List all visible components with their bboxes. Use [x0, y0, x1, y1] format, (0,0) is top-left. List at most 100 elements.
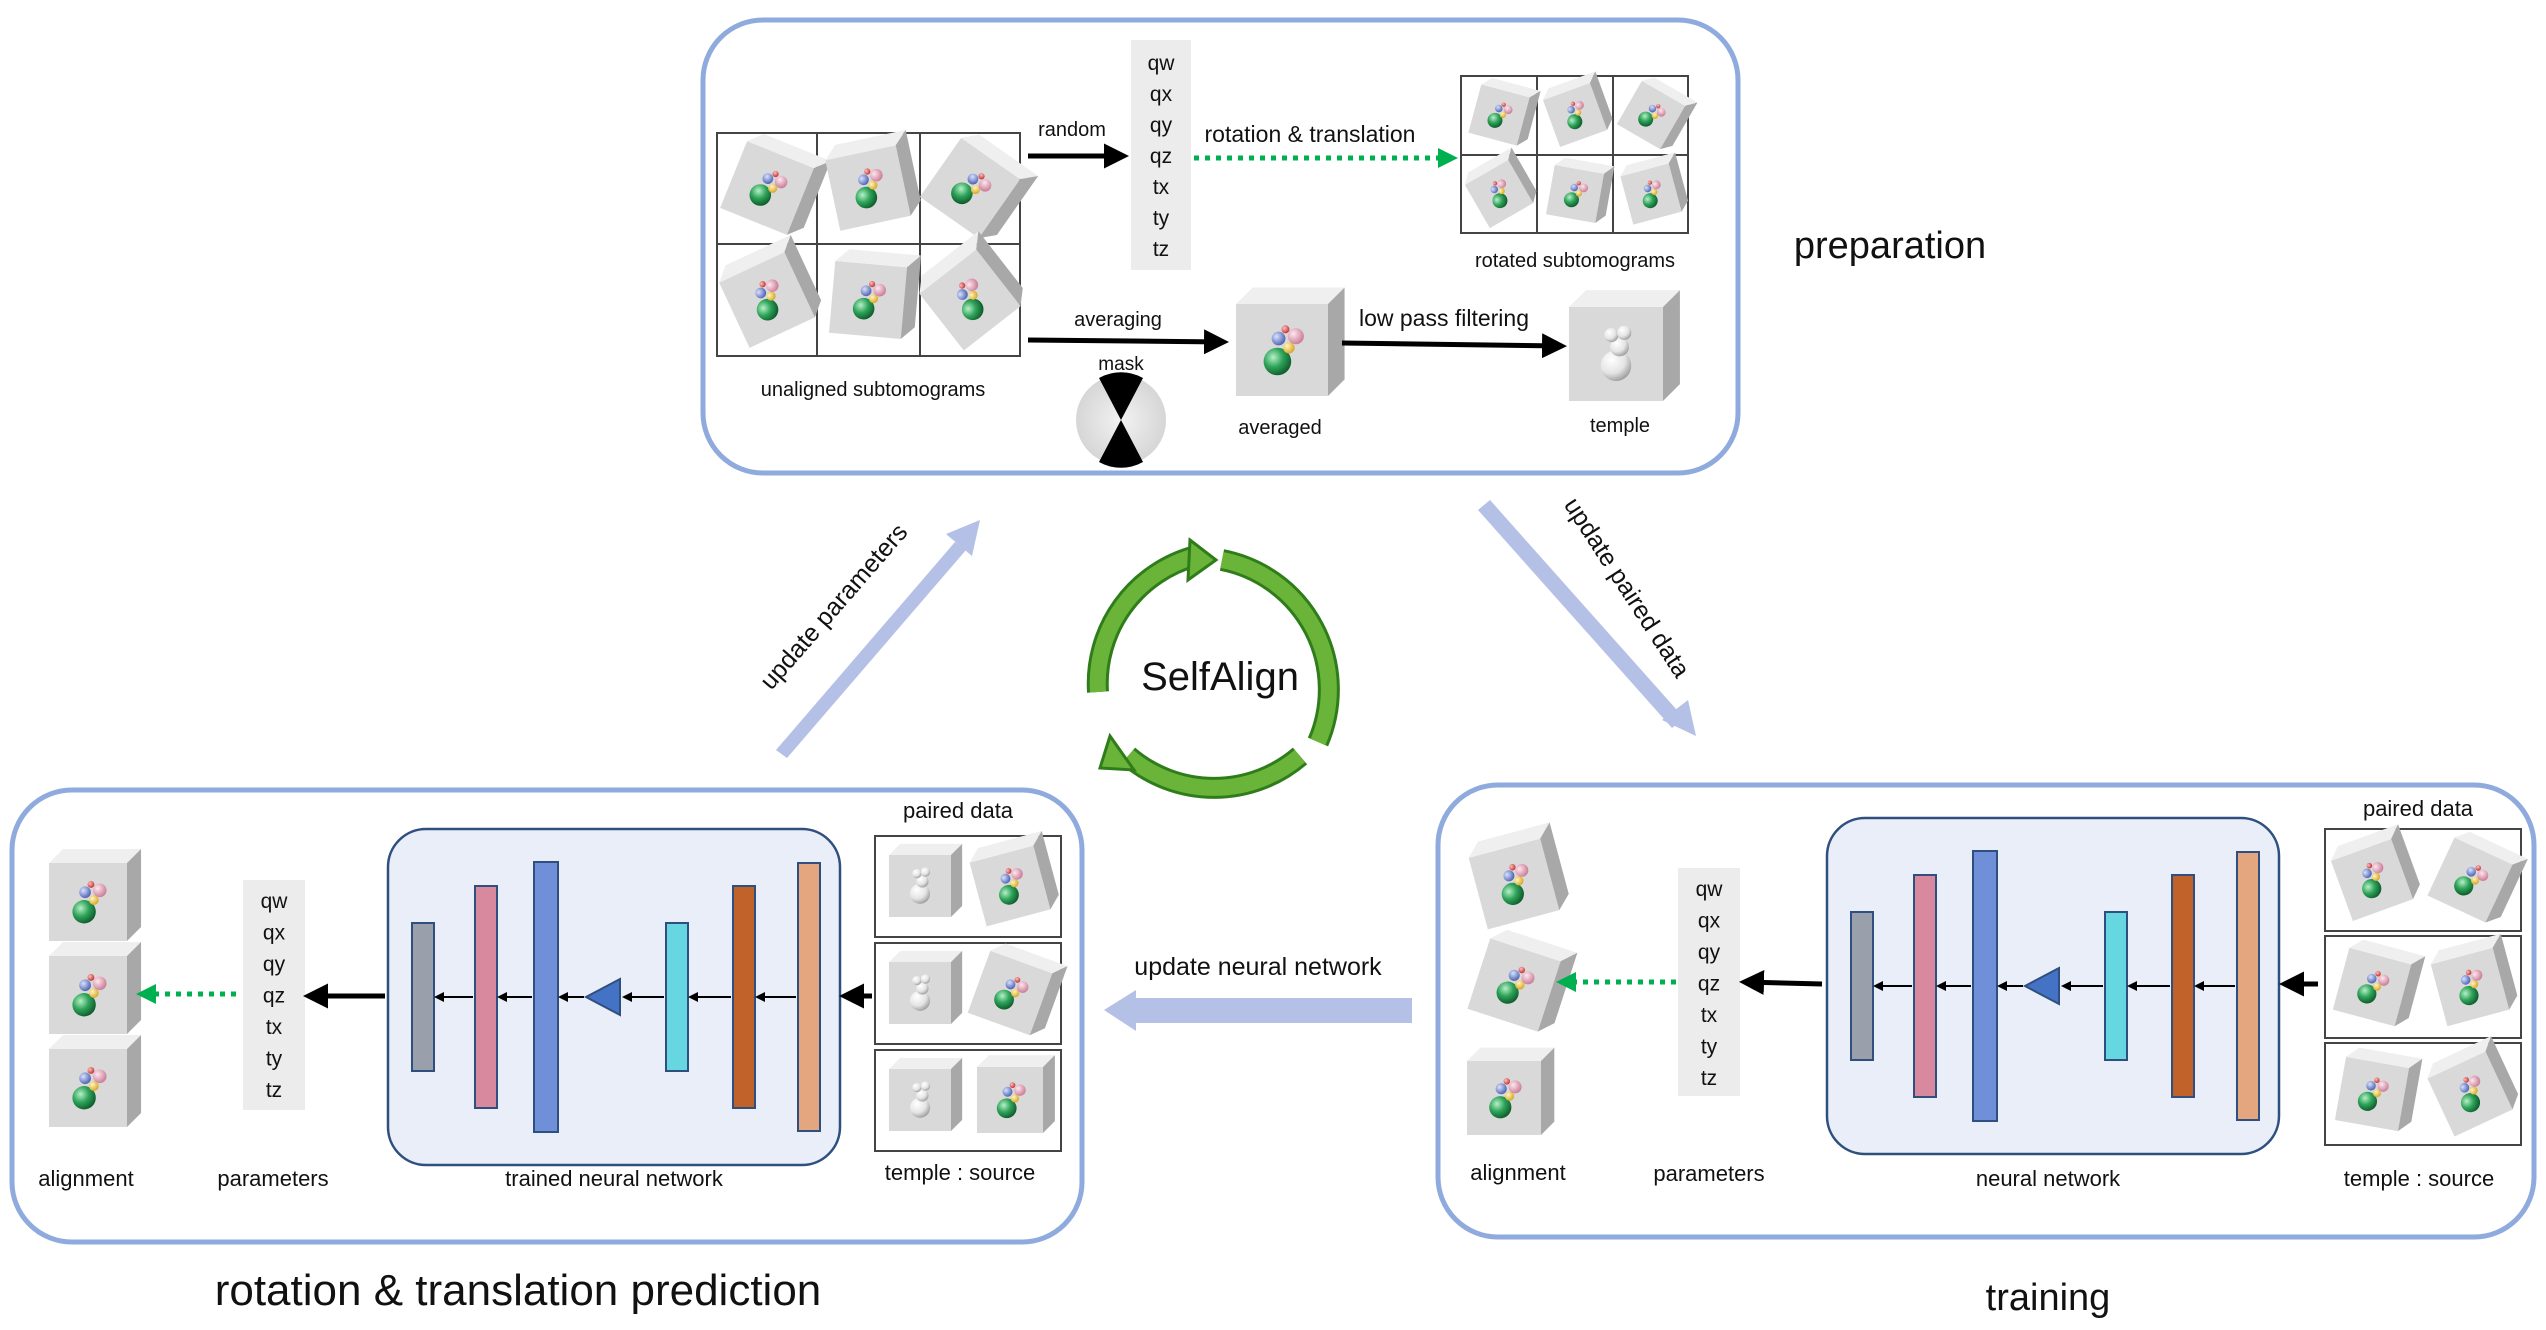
layer-cyan	[665, 922, 689, 1072]
param-qy: qy	[1698, 941, 1721, 964]
training-alignment-volumes	[1467, 822, 1578, 1135]
param-tx: tx	[1701, 1004, 1718, 1027]
param-qz: qz	[1150, 145, 1172, 168]
training-network-layers	[1850, 850, 2260, 1122]
averaged-volume	[1236, 287, 1345, 396]
layer-cyan	[2104, 911, 2128, 1061]
param-qy: qy	[263, 953, 286, 976]
prediction-temple-source-label: temple : source	[885, 1160, 1035, 1185]
temple-volume	[1569, 290, 1680, 401]
prediction-paired-data	[889, 831, 1068, 1133]
update-paired-data-arrow	[1478, 500, 1696, 736]
bottleneck-triangle	[583, 977, 621, 1017]
layer-gray	[1850, 911, 1874, 1061]
update-parameters-label: update parameters	[755, 518, 914, 695]
averaged-label: averaged	[1238, 417, 1321, 439]
unaligned-subtomogram	[828, 249, 922, 340]
param-qz: qz	[263, 985, 285, 1008]
param-tx: tx	[1153, 176, 1170, 199]
rotated-subtomogram	[1616, 77, 1698, 150]
temple-volume	[1569, 290, 1680, 401]
prep-params-box	[1131, 40, 1191, 270]
averaging-label: averaging	[1074, 309, 1162, 331]
training-network-label: neural network	[1976, 1166, 2121, 1191]
mask-icon	[1076, 372, 1166, 468]
aligned-volume	[49, 941, 142, 1034]
pair-temple-volume	[889, 843, 963, 917]
aligned-volume	[1467, 1047, 1555, 1135]
temple-label: temple	[1590, 415, 1650, 437]
training-paired-data-label: paired data	[2363, 796, 2474, 821]
layer-blue	[533, 861, 559, 1133]
trained-network-layers	[411, 861, 821, 1133]
param-qw: qw	[1148, 52, 1176, 75]
param-ty: ty	[1701, 1036, 1718, 1059]
unaligned-subtomogram-cells	[719, 129, 1039, 351]
aligned-volume	[49, 1034, 142, 1127]
training-temple-source-label: temple : source	[2344, 1166, 2494, 1191]
rotated-subtomogram-cells	[1464, 71, 1698, 229]
rotated-subtomogram	[1546, 157, 1615, 223]
param-qw: qw	[261, 890, 289, 913]
prep-param-list: qw qx qy qz tx ty tz	[1148, 52, 1176, 261]
param-qw: qw	[1696, 878, 1724, 901]
training-param-list: qw qx qy qz tx ty tz	[1696, 878, 1724, 1090]
pair-source-volume	[977, 1055, 1055, 1133]
rotated-subtomograms-label: rotated subtomograms	[1475, 250, 1675, 272]
layer-gray	[411, 922, 435, 1072]
aligned-volume	[49, 848, 142, 941]
prediction-alignment-volumes	[49, 848, 142, 1127]
selfalign-cycle	[1086, 537, 1340, 799]
training-alignment-label: alignment	[1470, 1160, 1565, 1185]
param-tz: tz	[1153, 238, 1169, 261]
param-ty: ty	[1153, 207, 1170, 230]
pair-source-volume	[2334, 1047, 2423, 1132]
rotated-subtomogram	[1464, 147, 1537, 229]
aligned-volume	[1467, 929, 1578, 1032]
rotated-subtomogram	[1468, 78, 1541, 146]
param-qy: qy	[1150, 114, 1173, 137]
selfalign-label: SelfAlign	[1141, 655, 1299, 699]
update-parameters-arrow	[776, 520, 980, 758]
unaligned-subtomograms-label: unaligned subtomograms	[761, 379, 986, 401]
unaligned-subtomogram	[720, 133, 831, 235]
aligned-volume	[1468, 822, 1569, 930]
rotation-translation-label: rotation & translation	[1205, 121, 1416, 147]
layer-peach	[2236, 851, 2260, 1121]
param-ty: ty	[266, 1048, 283, 1071]
mask-label: mask	[1098, 354, 1144, 375]
preparation-title: preparation	[1794, 225, 1986, 267]
pair-source-volume	[2427, 831, 2528, 923]
averaged-volume	[1236, 287, 1345, 396]
pair-source-volume	[2427, 1036, 2519, 1137]
bottleneck-triangle	[2022, 966, 2060, 1006]
pair-source-volume	[969, 831, 1059, 927]
unaligned-subtomogram	[825, 129, 921, 231]
training-paired-data	[2330, 824, 2528, 1137]
pair-source-volume	[967, 943, 1068, 1036]
update-network-label: update neural network	[1134, 953, 1382, 981]
pair-temple-volume	[889, 950, 963, 1024]
pair-temple-volume	[889, 1057, 963, 1131]
layer-pink	[474, 885, 498, 1109]
unaligned-subtomogram	[919, 134, 1039, 239]
prediction-title: rotation & translation prediction	[215, 1266, 822, 1315]
param-tz: tz	[266, 1079, 282, 1102]
layer-peach	[797, 862, 821, 1132]
rotated-subtomogram	[1620, 152, 1688, 225]
param-qx: qx	[1698, 910, 1721, 933]
param-qx: qx	[1150, 83, 1173, 106]
prediction-params-box	[243, 880, 305, 1110]
param-tz: tz	[1701, 1067, 1717, 1090]
layer-rust	[2171, 874, 2195, 1098]
unaligned-subtomogram	[719, 234, 822, 348]
layer-rust	[732, 885, 756, 1109]
rotated-subtomogram	[1542, 71, 1613, 148]
prediction-alignment-label: alignment	[38, 1166, 133, 1191]
low-pass-filtering-label: low pass filtering	[1359, 305, 1529, 331]
training-params-box	[1678, 868, 1740, 1096]
param-qz: qz	[1698, 973, 1720, 996]
update-network-arrow	[1104, 990, 1412, 1031]
